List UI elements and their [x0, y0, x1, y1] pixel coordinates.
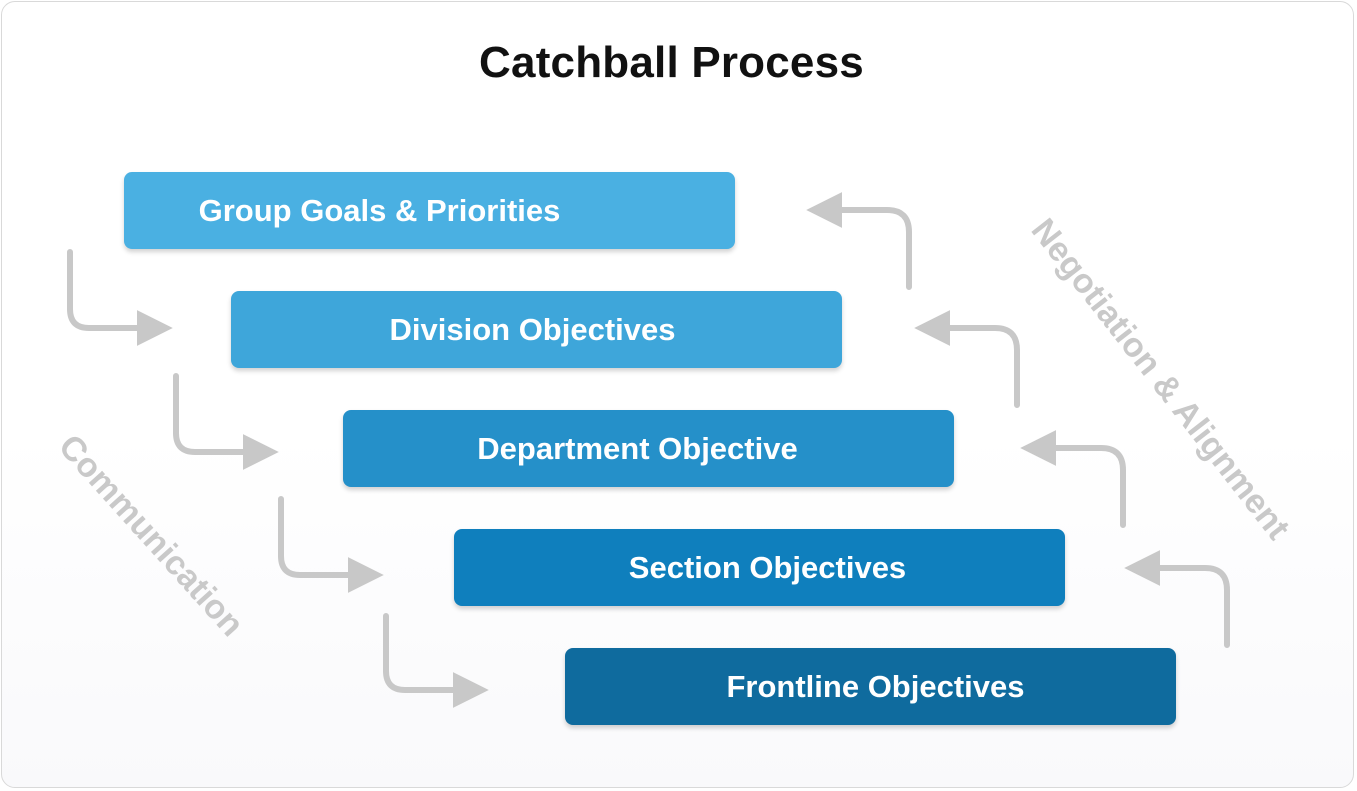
down-arrow-4	[383, 613, 489, 708]
level-division-objectives: Division Objectives	[231, 291, 842, 368]
level-frontline-objectives: Frontline Objectives	[565, 648, 1176, 725]
level-label: Division Objectives	[389, 311, 676, 347]
down-arrow-1	[67, 249, 173, 346]
level-label: Frontline Objectives	[726, 668, 1025, 704]
down-arrow-3	[278, 496, 384, 593]
up-arrow-2	[914, 310, 1020, 408]
up-arrow-3	[1020, 430, 1126, 528]
level-label: Section Objectives	[628, 549, 907, 585]
up-arrow-1	[806, 192, 912, 290]
diagram-title: Catchball Process	[479, 38, 864, 87]
level-section-objectives: Section Objectives	[454, 529, 1065, 606]
level-group-goals: Group Goals & Priorities	[124, 172, 735, 249]
level-department-objective: Department Objective	[343, 410, 954, 487]
down-arrow-2	[173, 373, 279, 470]
up-arrow-4	[1124, 550, 1230, 648]
level-label: Group Goals & Priorities	[198, 192, 561, 228]
level-label: Department Objective	[477, 430, 798, 466]
